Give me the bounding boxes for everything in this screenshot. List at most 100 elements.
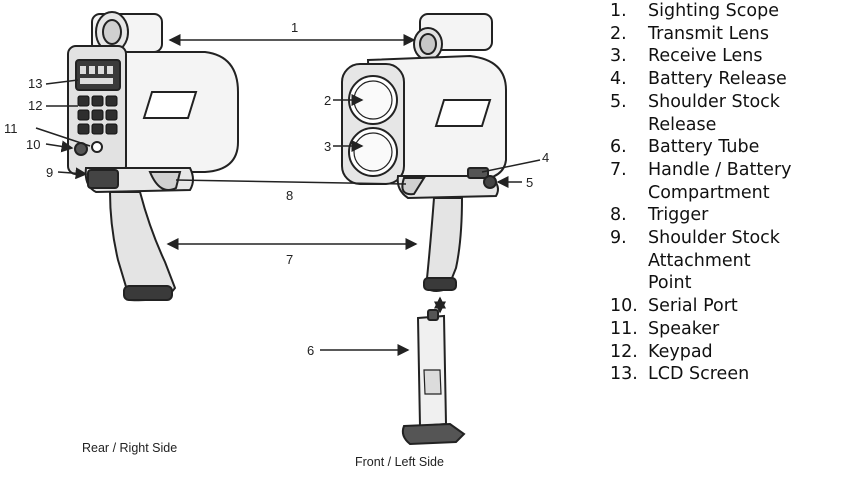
callout-13: 13	[28, 76, 42, 91]
legend-item: 8. Trigger	[610, 204, 842, 227]
legend-item-number: 4.	[610, 69, 627, 90]
legend-item: 10. Serial Port	[610, 295, 842, 318]
legend-item-line: Speaker	[648, 318, 720, 339]
front-device	[341, 13, 507, 314]
rear-side-logo	[142, 91, 198, 119]
legend-item-number: 10.	[610, 296, 638, 317]
legend-item-number: 1.	[610, 1, 627, 21]
legend-item-number: 5.	[610, 91, 627, 112]
legend-item: 3. Receive Lens	[610, 45, 842, 68]
callout-8: 8	[286, 188, 293, 203]
legend-item-line: Battery Tube	[648, 137, 760, 158]
legend-item-number: 2.	[610, 23, 627, 44]
lcd-segments	[80, 66, 113, 84]
legend-item: 1. Sighting Scope	[610, 0, 842, 23]
leader-8	[175, 179, 407, 185]
battery-release	[467, 167, 489, 179]
callout-10: 10	[26, 137, 40, 152]
legend-item-label: Serial Port	[648, 295, 842, 318]
front-handle-endcap	[423, 277, 457, 291]
front-sighting-scope	[413, 13, 493, 61]
legend-item-line: Sighting Scope	[648, 1, 779, 21]
legend-item-number: 6.	[610, 137, 627, 158]
callout-5: 5	[526, 175, 533, 190]
legend-item: 4. Battery Release	[610, 68, 842, 91]
keypad	[77, 95, 118, 135]
legend-item-line: Keypad	[648, 341, 713, 362]
legend-item-label: Speaker	[648, 318, 842, 341]
legend-item-number: 7.	[610, 159, 627, 180]
rear-sighting-scope	[91, 11, 163, 53]
parts-legend: 1. Sighting Scope 2. Transmit Lens 3. Receive…	[610, 0, 842, 386]
legend-item-label: Sighting Scope	[648, 0, 842, 23]
legend-item: 6. Battery Tube	[610, 136, 842, 159]
legend-item-line: Point	[648, 273, 692, 294]
caption-front: Front / Left Side	[355, 455, 444, 469]
callout-11: 11	[4, 121, 18, 136]
rear-handle	[108, 191, 177, 302]
lcd-screen	[75, 59, 121, 91]
legend-item-line: Shoulder Stock	[648, 228, 780, 249]
callout-1: 1	[291, 20, 298, 35]
legend-item-number: 3.	[610, 46, 627, 67]
legend-item-label: Transmit Lens	[648, 23, 842, 46]
battery-tube	[401, 309, 466, 446]
legend-item-label: LCD Screen	[648, 363, 842, 386]
legend-item-line: LCD Screen	[648, 364, 750, 385]
callout-2: 2	[324, 93, 331, 108]
leader-13	[45, 79, 79, 85]
battery-tube-base	[401, 422, 466, 446]
rear-handle-endcap	[123, 285, 173, 301]
leader-9	[57, 167, 88, 180]
leader-11	[35, 127, 91, 147]
legend-item-line: Trigger	[648, 205, 709, 226]
legend-item-line: Receive Lens	[648, 46, 763, 67]
legend-item: 13. LCD Screen	[610, 363, 842, 386]
legend-item: 11. Speaker	[610, 318, 842, 341]
legend-item-number: 9.	[610, 228, 627, 249]
callout-3: 3	[324, 139, 331, 154]
legend-item-line: Transmit Lens	[648, 23, 769, 44]
leader-10	[45, 140, 74, 153]
legend-item-line: Serial Port	[648, 296, 738, 317]
callout-4: 4	[542, 150, 549, 165]
front-side-logo	[434, 99, 492, 127]
stock-release	[483, 175, 497, 189]
legend-item-line: Attachment	[648, 250, 751, 271]
legend-item-line: Battery Release	[648, 69, 787, 90]
rear-trigger	[148, 171, 182, 191]
callout-12: 12	[28, 98, 42, 113]
legend-item-number: 11.	[610, 318, 638, 339]
front-trigger	[401, 177, 426, 196]
legend-item-line: Handle / Battery	[648, 159, 792, 180]
legend-item: 2. Transmit Lens	[610, 23, 842, 46]
legend-item-line: Compartment	[648, 182, 770, 203]
callout-9: 9	[46, 165, 53, 180]
leader-lines	[35, 34, 541, 356]
legend-item-number: 13.	[610, 364, 638, 385]
caption-rear: Rear / Right Side	[82, 441, 177, 455]
legend-item-label: Battery Tube	[648, 136, 842, 159]
legend-item-number: 12.	[610, 341, 638, 362]
legend-item-label: Trigger	[648, 204, 842, 227]
speaker	[91, 141, 103, 153]
leader-4	[481, 159, 541, 173]
rear-stock-attachment	[87, 169, 119, 189]
legend-item: 12. Keypad	[610, 341, 842, 364]
legend-item-line: Shoulder Stock	[648, 91, 780, 112]
callout-6: 6	[307, 343, 314, 358]
legend-item-label: Keypad	[648, 341, 842, 364]
callout-7: 7	[286, 252, 293, 267]
rear-device	[67, 11, 239, 302]
legend-item-line: Release	[648, 114, 717, 135]
legend-item-label: Receive Lens	[648, 45, 842, 68]
legend-item-number: 8.	[610, 205, 627, 226]
legend-item-label: Battery Release	[648, 68, 842, 91]
